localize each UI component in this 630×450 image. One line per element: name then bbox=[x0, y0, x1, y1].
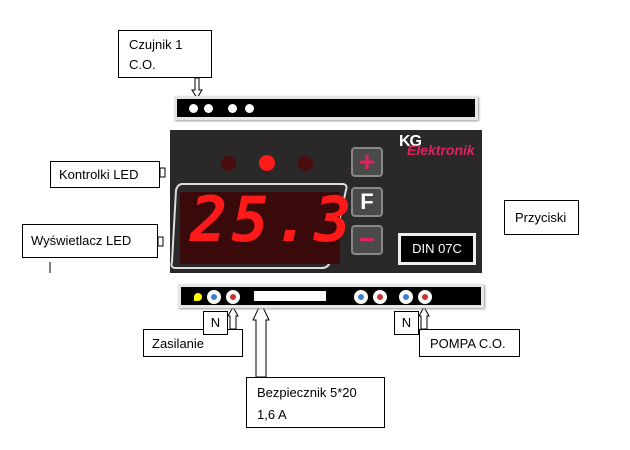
plus-button[interactable]: + bbox=[351, 147, 383, 177]
led-indicator bbox=[259, 155, 275, 171]
sensor-terminal-strip bbox=[174, 96, 478, 120]
fuse bbox=[254, 291, 326, 301]
neutral-label-pump: N bbox=[394, 311, 419, 335]
terminal-live bbox=[418, 290, 432, 304]
buttons-label: Przyciski bbox=[504, 200, 579, 235]
f-label: F bbox=[360, 189, 374, 214]
plus-icon: + bbox=[358, 146, 376, 177]
led-display bbox=[170, 183, 348, 269]
minus-button[interactable]: − bbox=[351, 225, 383, 255]
pump-arrow bbox=[418, 305, 430, 330]
fuse-label-line2: 1,6 A bbox=[257, 407, 287, 422]
minus-icon: − bbox=[358, 224, 376, 255]
leds-label: Kontrolki LED bbox=[50, 161, 160, 188]
display-label: Wyświetlacz LED bbox=[22, 224, 158, 258]
power-terminal-strip bbox=[178, 284, 484, 308]
fuse-label: Bezpiecznik 5*20 1,6 A bbox=[246, 377, 385, 428]
terminal-live bbox=[226, 290, 240, 304]
terminal-live bbox=[373, 290, 387, 304]
terminal-dot bbox=[245, 104, 254, 113]
led-indicator bbox=[298, 156, 313, 171]
model-plate: DIN 07C bbox=[398, 233, 476, 265]
display-value: 25.3 bbox=[190, 183, 356, 256]
logo-kg: KG bbox=[399, 133, 422, 150]
power-label: Zasilanie bbox=[143, 329, 243, 357]
terminal-neutral bbox=[354, 290, 368, 304]
sensor-label: Czujnik 1 C.O. bbox=[118, 30, 212, 78]
sensor-arrow bbox=[191, 77, 203, 99]
leds-arrow-tail bbox=[159, 167, 166, 178]
terminal-neutral bbox=[399, 290, 413, 304]
power-arrow bbox=[227, 305, 239, 330]
display-arrow-tail bbox=[157, 236, 164, 247]
sensor-label-line2: C.O. bbox=[129, 57, 156, 72]
fuse-arrow bbox=[252, 301, 270, 378]
logo: KG Elektronik bbox=[399, 133, 475, 159]
led-indicator bbox=[221, 156, 236, 171]
terminal-dot bbox=[189, 104, 198, 113]
terminal-dot bbox=[204, 104, 213, 113]
fuse-label-line1: Bezpiecznik 5*20 bbox=[257, 385, 357, 400]
ground-terminal bbox=[194, 293, 202, 301]
terminal-neutral bbox=[207, 290, 221, 304]
neutral-label-power: N bbox=[203, 311, 228, 335]
terminal-dot bbox=[228, 104, 237, 113]
sensor-label-line1: Czujnik 1 bbox=[129, 37, 183, 52]
logo-elektronik: Elektronik bbox=[407, 142, 475, 158]
f-button[interactable]: F bbox=[351, 187, 383, 217]
model-label: DIN 07C bbox=[412, 241, 462, 256]
pump-label: POMPA C.O. bbox=[419, 329, 520, 357]
